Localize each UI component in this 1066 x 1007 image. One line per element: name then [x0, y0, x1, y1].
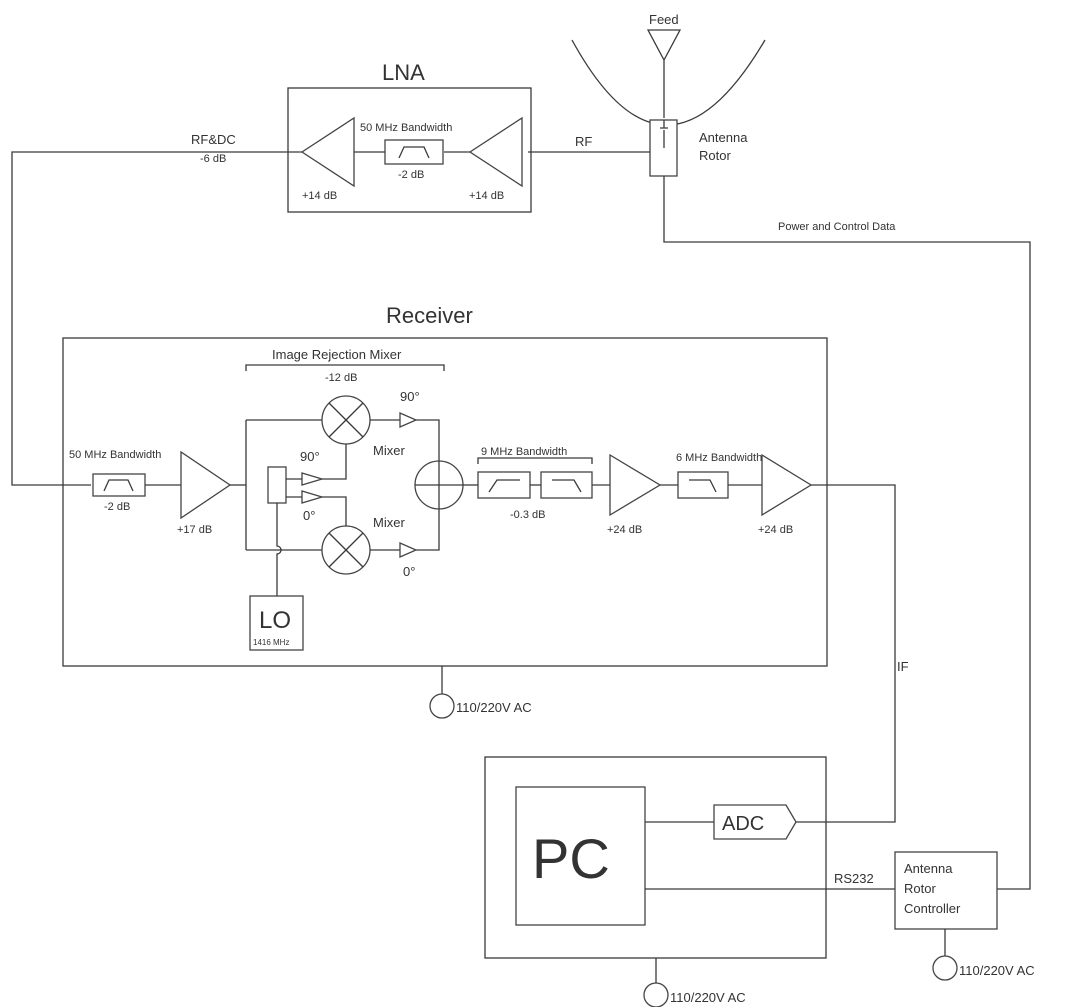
irm-loss: -12 dB: [325, 372, 357, 384]
receiver-power-plug: [429, 693, 455, 719]
rf-label: RF: [575, 134, 592, 149]
receiver-amp-3: [761, 453, 813, 517]
receiver-box: [62, 337, 828, 667]
lna-amp-right: [468, 116, 523, 188]
feed-label: Feed: [649, 12, 679, 27]
antenna-rotor-label-2: Rotor: [699, 148, 731, 163]
controller-label-3: Controller: [904, 901, 961, 916]
splitter-buffer-0: [301, 490, 325, 504]
bottom-path-to-combiner: [416, 505, 440, 551]
lna-filter-bandwidth: 50 MHz Bandwidth: [360, 122, 452, 134]
mixer-top: [321, 395, 371, 445]
lowpass-symbol: [689, 479, 717, 493]
lo-splitter: [267, 466, 287, 504]
lo-distribution-lines: [286, 444, 347, 526]
combiner: [414, 460, 464, 510]
pc-label: PC: [532, 827, 610, 890]
power-control-line: [663, 176, 1031, 890]
amp1-gain: +17 dB: [177, 524, 212, 536]
receiver-title: Receiver: [386, 303, 473, 328]
splitter-0-label: 0°: [303, 508, 315, 523]
lo-block: [249, 595, 304, 651]
lo-line: [276, 503, 282, 596]
input-filter-loss: -2 dB: [104, 501, 130, 513]
receiver-amp-2: [609, 453, 662, 517]
lna-amp-left-gain: +14 dB: [302, 190, 337, 202]
splitter-90-label: 90°: [300, 449, 320, 464]
lna-amp-right-gain: +14 dB: [469, 190, 504, 202]
rs232-label: RS232: [834, 871, 874, 886]
filter2-bandwidth: 9 MHz Bandwidth: [481, 446, 567, 458]
input-filter-bandwidth: 50 MHz Bandwidth: [69, 449, 161, 461]
filter2-bracket: [477, 457, 593, 464]
receiver-power-label: 110/220V AC: [456, 700, 532, 715]
lna-filter-loss: -2 dB: [398, 169, 424, 181]
rf-dc-cable: [11, 151, 302, 486]
controller-label-1: Antenna: [904, 861, 953, 876]
controller-power-label: 110/220V AC: [959, 963, 1035, 978]
filter3-bandwidth: 6 MHz Bandwidth: [676, 452, 762, 464]
lowpass-filter: [540, 471, 593, 499]
phase-buffer-top: [399, 412, 418, 428]
filter3-lowpass: [677, 471, 729, 499]
lna-bandpass-filter: [384, 139, 444, 165]
lna-amp-left: [300, 116, 355, 188]
highpass-symbol: [488, 479, 520, 493]
adc-label: ADC: [722, 813, 764, 835]
top-path-to-combiner: [416, 419, 440, 466]
cable-label-1: RF&DC: [191, 132, 236, 147]
bandpass-symbol: [398, 146, 430, 159]
mixer-bottom: [321, 525, 371, 575]
splitter-buffer-90: [301, 472, 325, 486]
controller-label-2: Rotor: [904, 881, 936, 896]
mixer-top-label: Mixer: [373, 443, 405, 458]
rotor-joint: [660, 120, 668, 148]
power-control-label: Power and Control Data: [778, 221, 896, 233]
amp2-gain: +24 dB: [607, 524, 642, 536]
lo-label: LO: [259, 607, 291, 634]
lna-box: [287, 87, 532, 213]
if-label: IF: [897, 659, 909, 674]
feed-horn: [646, 29, 682, 118]
input-bandpass-filter: [92, 473, 146, 497]
phase-buffer-bottom: [399, 542, 418, 558]
phase-top-label: 90°: [400, 389, 420, 404]
irm-input-split: [245, 419, 322, 551]
receiver-amp-1: [180, 450, 232, 520]
antenna-rotor-label-1: Antenna: [699, 130, 748, 145]
adc-block: [713, 804, 797, 840]
rotor-controller-block: [894, 851, 998, 930]
mixer-bottom-label: Mixer: [373, 515, 405, 530]
lowpass-symbol: [552, 479, 582, 493]
pc-power-plug: [643, 982, 669, 1007]
lna-title: LNA: [382, 60, 425, 85]
pc-power-label: 110/220V AC: [670, 990, 746, 1005]
phase-bottom-label: 0°: [403, 564, 415, 579]
highpass-filter: [477, 471, 531, 499]
irm-title: Image Rejection Mixer: [272, 347, 402, 362]
cable-label-2: -6 dB: [200, 153, 226, 165]
lo-frequency: 1416 MHz: [253, 638, 289, 647]
bandpass-symbol: [103, 479, 134, 492]
filter2-loss: -0.3 dB: [510, 509, 545, 521]
controller-power-plug: [932, 955, 958, 981]
if-line: [796, 484, 896, 823]
amp3-gain: +24 dB: [758, 524, 793, 536]
irm-bracket: [245, 364, 445, 371]
pc-block: [515, 786, 646, 926]
